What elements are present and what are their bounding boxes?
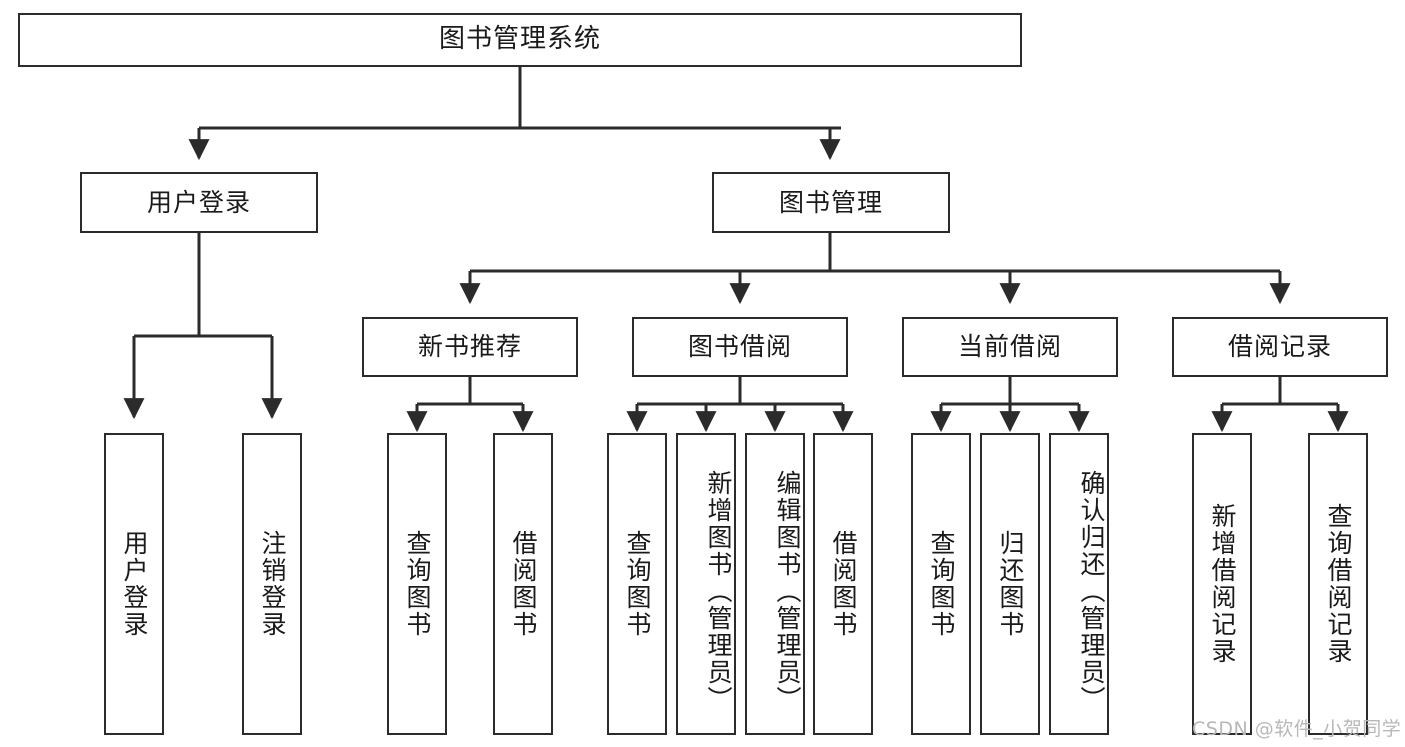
node-new-book-recommend[interactable]: 新书推荐 (362, 317, 578, 377)
node-root-system[interactable]: 图书管理系统 (18, 13, 1022, 67)
node-book-manage[interactable]: 图书管理 (712, 172, 950, 233)
leaf-borrow-book-recommend[interactable]: 借阅图书 (493, 433, 553, 735)
leaf-query-borrow-record[interactable]: 查询借阅记录 (1308, 433, 1368, 735)
node-book-borrow[interactable]: 图书借阅 (632, 317, 848, 377)
leaf-query-book-recommend[interactable]: 查询图书 (387, 433, 447, 735)
leaf-add-borrow-record[interactable]: 新增借阅记录 (1192, 433, 1252, 735)
leaf-confirm-return[interactable]: 确认归还（管理员） (1049, 433, 1109, 735)
node-current-borrow[interactable]: 当前借阅 (902, 317, 1118, 377)
leaf-logout[interactable]: 注销登录 (242, 433, 302, 735)
leaf-query-book-current[interactable]: 查询图书 (911, 433, 971, 735)
node-borrow-record[interactable]: 借阅记录 (1172, 317, 1388, 377)
watermark-csdn: CSDN @软件_小贺同学 (1192, 718, 1402, 740)
leaf-user-login[interactable]: 用户登录 (104, 433, 164, 735)
leaf-edit-book[interactable]: 编辑图书（管理员） (745, 433, 805, 735)
leaf-return-book[interactable]: 归还图书 (980, 433, 1040, 735)
leaf-borrow-book-borrow[interactable]: 借阅图书 (813, 433, 873, 735)
leaf-add-book[interactable]: 新增图书（管理员） (676, 433, 736, 735)
node-user-login[interactable]: 用户登录 (80, 172, 318, 233)
leaf-query-book-borrow[interactable]: 查询图书 (607, 433, 667, 735)
